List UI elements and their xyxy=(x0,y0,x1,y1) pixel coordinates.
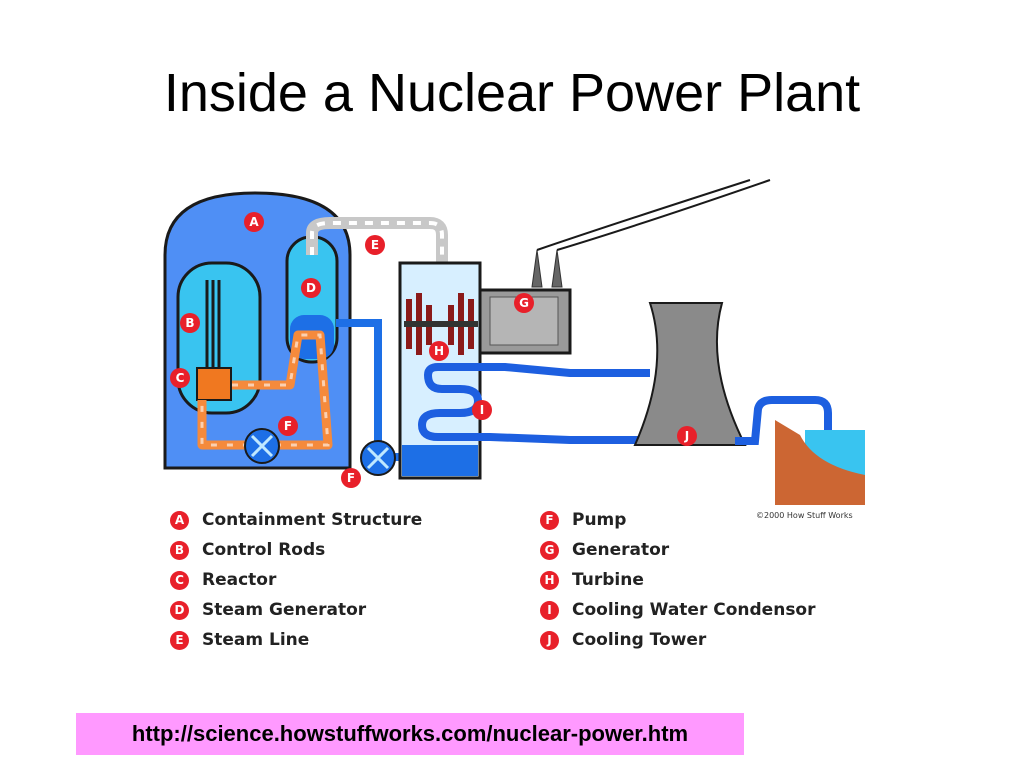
control-rods xyxy=(205,280,221,370)
legend-badge: C xyxy=(170,570,189,590)
svg-text:H: H xyxy=(434,344,444,358)
legend-badge: I xyxy=(540,600,559,620)
nuclear-plant-diagram: A B C D E F F G H I J xyxy=(163,179,865,505)
marker-h: H xyxy=(429,341,449,361)
legend-label: Reactor xyxy=(202,570,277,590)
slide-title: Inside a Nuclear Power Plant xyxy=(163,63,861,123)
legend-item: C Reactor xyxy=(170,565,422,595)
legend-item: G Generator xyxy=(540,535,816,565)
legend-label: Steam Generator xyxy=(202,600,367,620)
legend-item: I Cooling Water Condensor xyxy=(540,595,816,625)
cooling-tower xyxy=(633,302,747,446)
svg-text:J: J xyxy=(684,429,689,443)
legend-badge: J xyxy=(540,630,559,650)
pump-primary xyxy=(244,428,280,464)
legend-badge: F xyxy=(540,510,559,530)
svg-text:I: I xyxy=(480,403,484,417)
marker-i: I xyxy=(472,400,492,420)
svg-text:A: A xyxy=(249,215,259,229)
legend-item: B Control Rods xyxy=(170,535,422,565)
legend-label: Turbine xyxy=(572,570,644,590)
legend-badge: A xyxy=(170,510,189,530)
marker-a: A xyxy=(244,212,264,232)
legend-label: Generator xyxy=(572,540,670,560)
legend-right: F Pump G Generator H Turbine I Cooling Water… xyxy=(540,505,816,655)
copyright-notice: ©2000 How Stuff Works xyxy=(756,511,853,520)
legend-item: D Steam Generator xyxy=(170,595,422,625)
diagram-markers: A B C D E F F G H I J xyxy=(170,212,697,488)
svg-text:C: C xyxy=(176,371,185,385)
legend-badge: E xyxy=(170,630,189,650)
marker-f-primary: F xyxy=(278,416,298,436)
legend-item: E Steam Line xyxy=(170,625,422,655)
legend-label: Cooling Tower xyxy=(572,630,707,650)
source-link-box: http://science.howstuffworks.com/nuclear… xyxy=(76,713,744,755)
steam-line xyxy=(306,217,448,265)
marker-f-feedwater: F xyxy=(341,468,361,488)
legend-badge: H xyxy=(540,570,559,590)
marker-d: D xyxy=(301,278,321,298)
svg-text:F: F xyxy=(284,419,292,433)
marker-b: B xyxy=(180,313,200,333)
cooling-water-loop xyxy=(418,363,650,444)
svg-text:B: B xyxy=(185,316,194,330)
legend-item: A Containment Structure xyxy=(170,505,422,535)
legend-label: Pump xyxy=(572,510,627,530)
marker-g: G xyxy=(514,293,534,313)
condenser-water xyxy=(402,445,478,476)
legend-item: H Turbine xyxy=(540,565,816,595)
legend-label: Containment Structure xyxy=(202,510,423,530)
pump-feedwater xyxy=(360,440,396,476)
marker-c: C xyxy=(170,368,190,388)
legend-left: A Containment Structure B Control Rods C Re… xyxy=(170,505,422,655)
svg-text:G: G xyxy=(519,296,529,310)
legend-label: Control Rods xyxy=(202,540,326,560)
turbine xyxy=(404,293,478,355)
river-bank xyxy=(775,420,865,505)
legend-badge: B xyxy=(170,540,189,560)
source-link[interactable]: http://science.howstuffworks.com/nuclear… xyxy=(131,721,689,746)
legend-item: J Cooling Tower xyxy=(540,625,816,655)
legend-badge: D xyxy=(170,600,189,620)
svg-text:F: F xyxy=(347,471,355,485)
power-lines xyxy=(531,179,771,288)
reactor-core xyxy=(196,367,232,401)
svg-text:D: D xyxy=(306,281,316,295)
river-intake xyxy=(735,396,832,445)
legend-label: Cooling Water Condensor xyxy=(572,600,816,620)
marker-j: J xyxy=(677,426,697,446)
marker-e: E xyxy=(365,235,385,255)
legend-label: Steam Line xyxy=(202,630,310,650)
legend-badge: G xyxy=(540,540,559,560)
legend-item: F Pump xyxy=(540,505,816,535)
svg-text:E: E xyxy=(371,238,379,252)
